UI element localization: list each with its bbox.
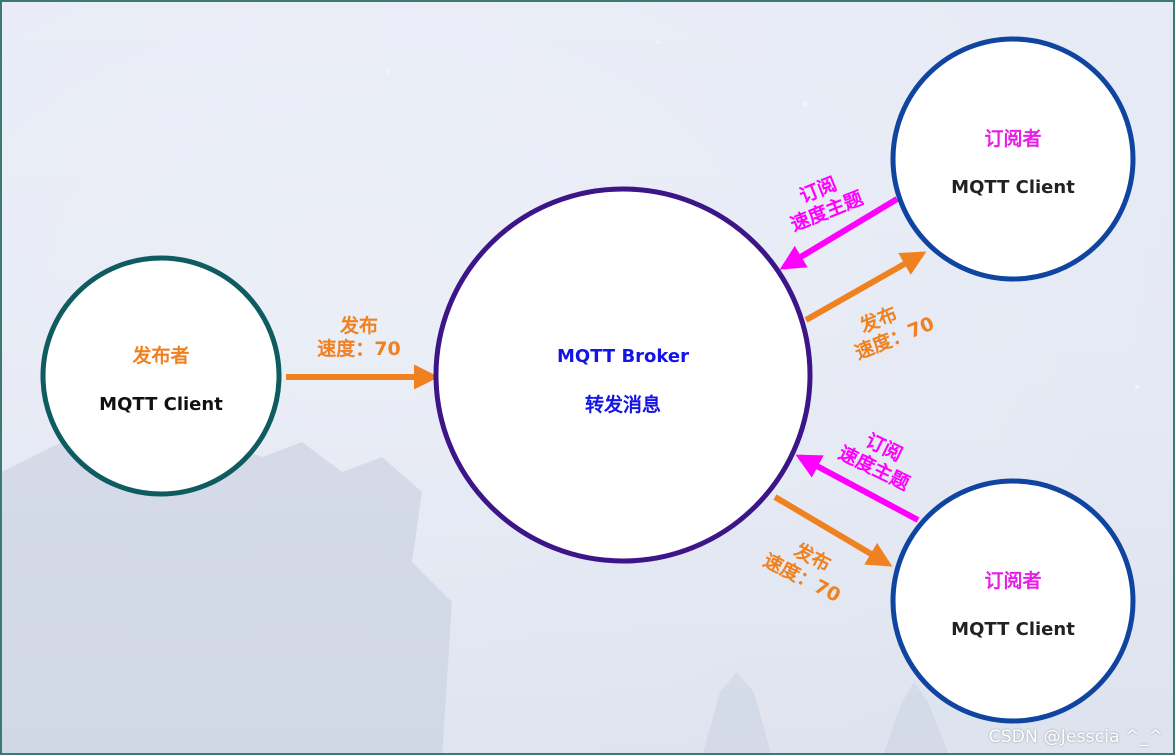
subscriber-top-node: 订阅者 MQTT Client (890, 36, 1136, 282)
broker-node: MQTT Broker 转发消息 (433, 186, 813, 564)
edge-label-line1: 发布 (339, 314, 378, 337)
edge-pub-to-broker: 发布 速度：70 (286, 314, 440, 390)
subscribe-arrow (779, 196, 899, 270)
building-silhouette-icon (2, 422, 452, 753)
subscriber-bottom-node: 订阅者 MQTT Client (890, 478, 1136, 724)
subscribe-arrow (795, 454, 920, 523)
tower-silhouette-icon (703, 672, 949, 753)
publish-arrow (773, 494, 893, 567)
subscriber-bottom-role: 订阅者 (984, 570, 1041, 592)
publisher-node: 发布者 MQTT Client (40, 255, 282, 497)
subscriber-bottom-client-label: MQTT Client (951, 619, 1075, 640)
subscriber-top-role: 订阅者 (984, 128, 1041, 150)
edge-label-line2: 速度：70 (317, 337, 400, 360)
broker-action: 转发消息 (585, 393, 661, 416)
broker-label: MQTT Broker (557, 346, 689, 367)
watermark-text: CSDN @Jesscia ^_^ (988, 727, 1163, 747)
publisher-role: 发布者 (131, 344, 189, 367)
subscriber-top-client-label: MQTT Client (951, 177, 1075, 198)
publish-arrow (804, 251, 927, 323)
publisher-client-label: MQTT Client (99, 394, 223, 415)
